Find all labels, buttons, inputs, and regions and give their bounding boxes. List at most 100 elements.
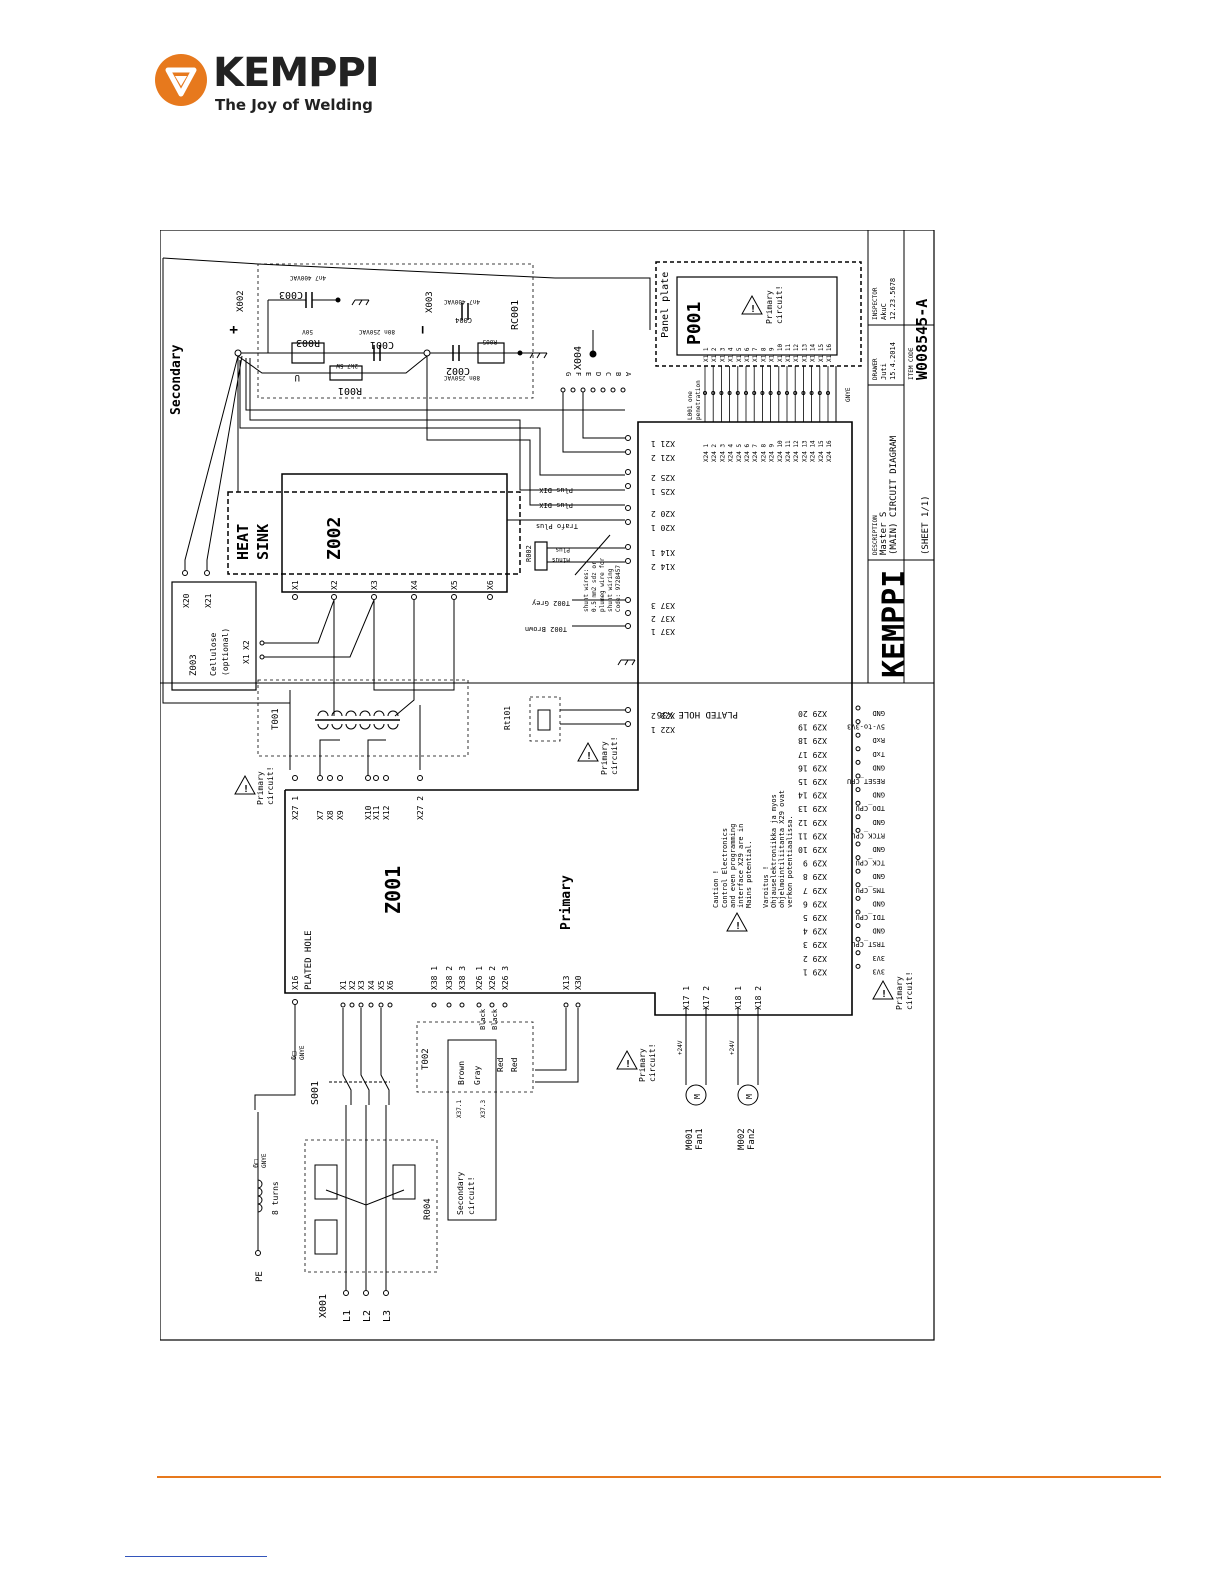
x29-terminal <box>855 895 861 901</box>
x29-pin-label: X29 1 <box>803 967 827 976</box>
z003-x2: X2 <box>242 640 251 650</box>
x003-minus-terminal <box>423 349 431 357</box>
x29-pin-label: X29 18 <box>798 736 827 745</box>
p001-pin-label: X1 3 <box>719 347 726 362</box>
warning-mark: ! <box>243 784 249 795</box>
z001-top-terminal <box>417 775 423 781</box>
label-c004-value: 4n7 400VAC <box>443 298 480 305</box>
t001-coil-icon <box>331 710 343 717</box>
wire <box>264 599 335 644</box>
caution-2: Control Electronics <box>721 828 729 908</box>
z002-pin-X1: X1 <box>291 580 300 590</box>
z001-bottom-X26-2: X26 2 <box>488 966 497 990</box>
p001-pin-ferrite-icon <box>817 391 822 395</box>
z001-bottom-terminal <box>459 1002 465 1008</box>
shunt-note-2: 0.5 mm2 sdz or <box>591 561 598 612</box>
x004-pin-B: B <box>614 372 622 376</box>
p001-pin-label: X1 8 <box>760 347 767 362</box>
z002-box <box>281 473 508 593</box>
t001-coil-icon <box>317 710 329 717</box>
connector-terminal <box>625 469 631 475</box>
z001-top-X12: X12 <box>382 805 391 820</box>
label-l1: L1 <box>342 1310 353 1322</box>
x29-pin-label: X29 8 <box>803 872 827 881</box>
title-itemcode-label: ITEM CODE <box>908 347 915 380</box>
connector-X22-2: X22 2 <box>651 711 675 720</box>
t001-coil-icon <box>387 710 399 717</box>
z002-pin-terminal <box>331 594 337 600</box>
x24-pin-label: X24 2 <box>711 444 718 462</box>
rt101-ptc-icon <box>537 709 551 731</box>
z003-x20-terminal <box>182 570 188 576</box>
x29-terminal <box>855 719 861 725</box>
z001-bottom-terminal <box>575 1002 581 1008</box>
ground-hatch <box>631 659 636 666</box>
label-l001-2: penetration <box>695 380 702 420</box>
connector-terminal <box>625 721 631 727</box>
rt101-box <box>529 696 561 742</box>
label-rc001: RC001 <box>510 300 521 330</box>
title-sheet: (SHEET 1/1) <box>921 495 931 555</box>
r004-varistor-c-icon <box>392 1164 416 1200</box>
label-c003: C003 <box>279 289 303 300</box>
x24-pin-label: X24 3 <box>719 444 726 462</box>
z002-pin-X2: X2 <box>330 580 339 590</box>
x24-pin-label: X24 14 <box>810 440 817 462</box>
z001-bottom-terminal <box>378 1002 384 1008</box>
shunt-note-3: plumeg wire for <box>599 557 606 612</box>
x004-pin-terminal <box>590 387 596 393</box>
title-company: KEMPPI <box>877 570 912 678</box>
x004-pin-terminal <box>580 387 586 393</box>
x004-pin-E: E <box>584 372 592 376</box>
wire <box>162 257 259 265</box>
p001-pin-label: X1 15 <box>818 344 825 362</box>
label-t002-brown: T002 Brown <box>525 625 567 633</box>
x29-signal-label: GND <box>872 818 885 826</box>
title-drawer-label: DRAWER <box>872 358 879 380</box>
x002-plus-sign: + <box>226 326 242 334</box>
kemppi-logo-mark-icon <box>155 54 207 106</box>
connector-X20-2: X20 2 <box>651 509 675 518</box>
x004-pin-G: G <box>564 372 572 376</box>
p001-pin-ferrite-icon <box>711 391 716 395</box>
label-t002-brown-wire: Brown <box>457 1061 466 1085</box>
wire <box>245 358 625 411</box>
label-minus: Minus <box>552 556 570 563</box>
connector-terminal <box>625 449 631 455</box>
x29-terminal <box>855 773 861 779</box>
p001-pin-ferrite-icon <box>793 391 798 395</box>
z001-bottom-terminal <box>476 1002 482 1008</box>
label-l001: L001 one <box>687 391 694 420</box>
z003-x1-terminal <box>259 654 265 660</box>
x29-terminal <box>855 936 861 942</box>
t001-coil-icon <box>359 723 371 730</box>
label-t002-black-2: Black <box>491 1008 499 1030</box>
connector-X21-2: X21 2 <box>651 453 675 462</box>
t001-coil-icon <box>331 723 343 730</box>
label-plus24-1: +24V <box>729 1040 736 1055</box>
varoitus-1: Varoitus ! <box>762 866 770 908</box>
x29-pin-label: X29 5 <box>803 913 827 922</box>
z001-top-X10: X10 <box>364 805 373 820</box>
p001-pin-ferrite-icon <box>727 391 732 395</box>
warning-mark: ! <box>735 921 741 932</box>
z002-pin-terminal <box>371 594 377 600</box>
x29-terminal <box>855 827 861 833</box>
x29-terminal <box>855 882 861 888</box>
wire <box>394 600 415 717</box>
label-x37-1: X37.1 <box>456 1100 463 1118</box>
z001-bottom-terminal <box>349 1002 355 1008</box>
x29-signal-label: GND <box>872 845 885 853</box>
x29-terminal <box>855 963 861 969</box>
label-heat: HEAT <box>234 524 252 560</box>
secondary-filter-region <box>257 263 534 399</box>
varoitus-4: verkon potentiaalissa. <box>786 815 794 908</box>
label-t002-secondary: Secondary <box>456 1171 465 1215</box>
z003-x2-terminal <box>259 640 265 646</box>
z001-bottom-terminal <box>446 1002 452 1008</box>
x29-signal-label: RTCK_CPU <box>851 831 885 839</box>
x004-pin-D: D <box>594 372 602 376</box>
wire <box>535 1008 579 1083</box>
x004-pin-terminal <box>560 387 566 393</box>
label-c003-value: 4n7 400VAC <box>289 274 326 281</box>
